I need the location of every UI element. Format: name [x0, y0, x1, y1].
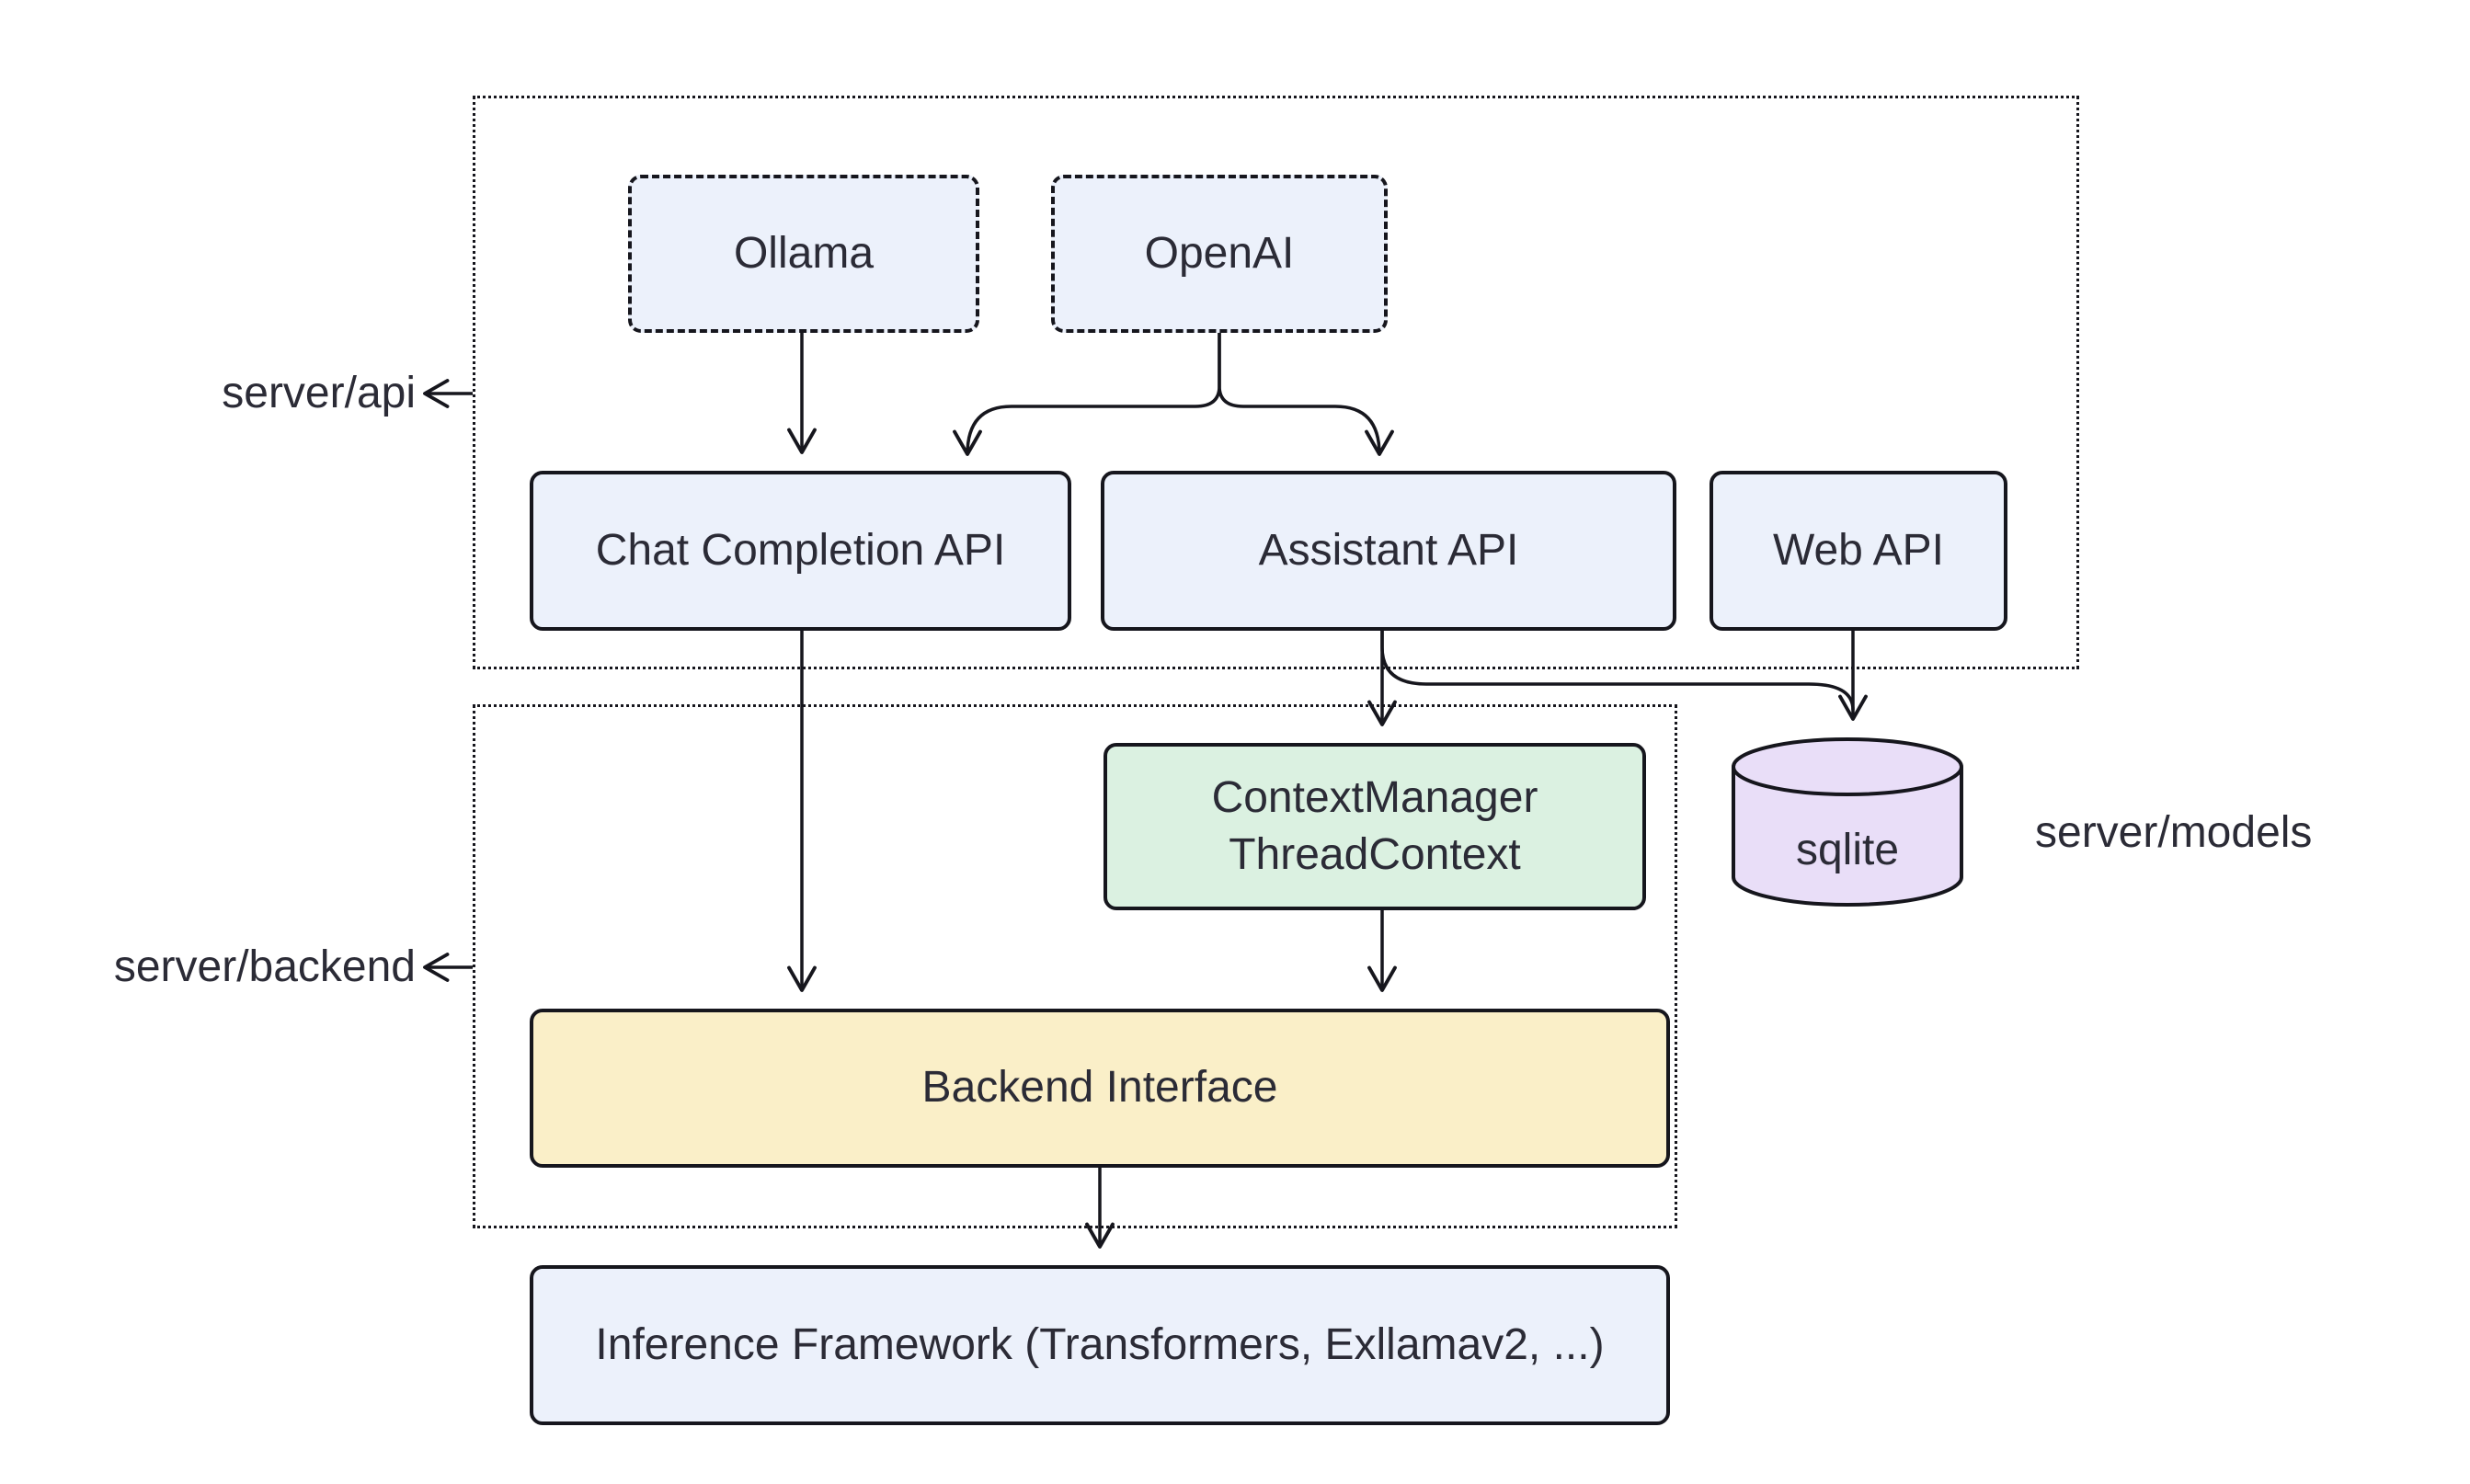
edge-assistant-api-to-sqlite	[1380, 631, 1855, 711]
database-cylinder-icon	[1732, 737, 1963, 907]
node-openai: OpenAI	[1051, 175, 1388, 333]
node-sqlite-label: sqlite	[1795, 825, 1900, 874]
node-assistant-api: Assistant API	[1101, 471, 1676, 631]
node-backend-interface-label: Backend Interface	[921, 1063, 1278, 1113]
node-openai-label: OpenAI	[1144, 228, 1295, 278]
node-ollama-label: Ollama	[733, 228, 875, 278]
node-chat-completion-api: Chat Completion API	[530, 471, 1071, 631]
node-web-api: Web API	[1710, 471, 2007, 631]
node-assistant-api-label: Assistant API	[1258, 525, 1519, 575]
node-backend-interface: Backend Interface	[530, 1009, 1670, 1168]
node-ollama: Ollama	[628, 175, 979, 333]
node-context-manager: ContextManager ThreadContext	[1103, 743, 1646, 910]
node-web-api-label: Web API	[1773, 525, 1944, 575]
node-context-manager-label-line1: ContextManager	[1211, 772, 1538, 822]
server-api-container	[473, 96, 2079, 669]
node-inference-framework: Inference Framework (Transformers, Exlla…	[530, 1265, 1670, 1425]
edge-openai-to-assistant-api	[1218, 333, 1394, 456]
server-models-label: server/models	[2035, 808, 2313, 857]
edge-openai-to-chat-completion-api	[953, 333, 1221, 456]
node-sqlite: sqlite	[1730, 736, 1965, 912]
node-context-manager-label-line2: ThreadContext	[1229, 830, 1521, 879]
server-backend-label: server/backend	[113, 942, 416, 991]
server-backend-container	[473, 704, 1677, 1228]
node-inference-framework-label: Inference Framework (Transformers, Exlla…	[595, 1319, 1605, 1369]
server-api-label: server/api	[222, 369, 416, 417]
node-chat-completion-api-label: Chat Completion API	[595, 525, 1006, 575]
